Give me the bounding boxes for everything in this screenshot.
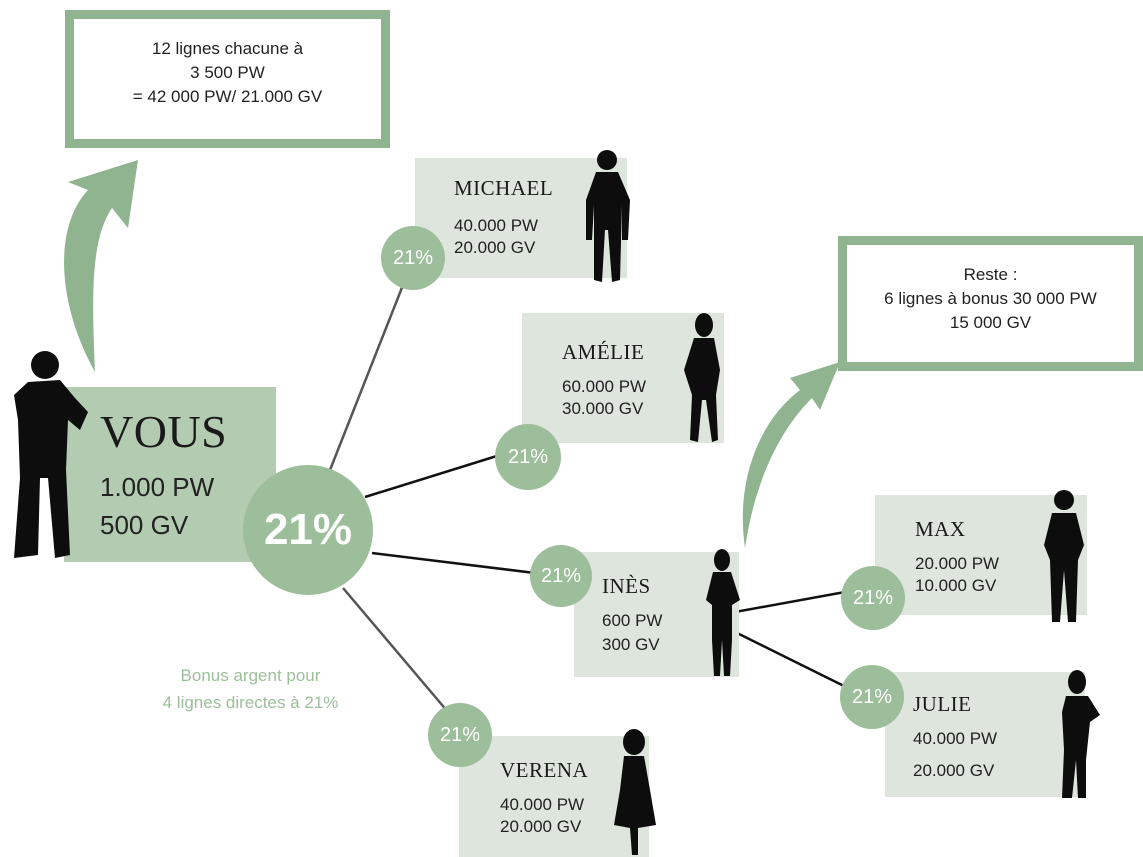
- bonus-badge-max: 21%: [841, 566, 905, 630]
- link-julie: [734, 630, 849, 690]
- link-ines: [371, 551, 536, 575]
- arrow-curved-up-icon: [64, 160, 138, 372]
- member-card-julie: [885, 672, 1085, 797]
- remaining-line2: 6 lignes à bonus 30 000 PW: [884, 289, 1097, 308]
- member-name-michael: MICHAEL: [454, 176, 554, 200]
- you-bonus-badge: 21%: [243, 465, 373, 595]
- you-gv: 500 GV: [100, 510, 189, 540]
- member-pw-michael: 40.000 PW: [454, 216, 539, 235]
- member-name-verena: VERENA: [500, 758, 589, 782]
- bonus-badge-amelie: 21%: [495, 424, 561, 490]
- bonus-note-line1: Bonus argent pour: [180, 666, 321, 685]
- you-card: [64, 387, 276, 562]
- lines-summary-line2: 3 500 PW: [190, 63, 265, 82]
- member-card-verena: [459, 736, 649, 857]
- you-pw: 1.000 PW: [100, 472, 215, 502]
- remaining-line1: Reste :: [963, 265, 1018, 284]
- member-pw-ines: 600 PW: [602, 611, 663, 630]
- bonus-badge-julie: 21%: [840, 665, 904, 729]
- remaining-box: Reste : 6 lignes à bonus 30 000 PW 15 00…: [838, 236, 1143, 371]
- member-gv-verena: 20.000 GV: [500, 817, 582, 836]
- lines-summary-box: 12 lignes chacune à 3 500 PW = 42 000 PW…: [65, 10, 390, 148]
- bonus-badge-ines: 21%: [530, 545, 592, 607]
- member-gv-max: 10.000 GV: [915, 576, 997, 595]
- link-verena: [342, 587, 449, 713]
- arrow-curved-up-icon: [742, 362, 840, 548]
- member-name-amelie: AMÉLIE: [562, 340, 645, 364]
- bonus-note: Bonus argent pour 4 lignes directes à 21…: [118, 662, 383, 716]
- bonus-badge-michael: 21%: [381, 226, 445, 290]
- member-gv-michael: 20.000 GV: [454, 238, 536, 257]
- you-name: VOUS: [100, 406, 228, 457]
- member-pw-verena: 40.000 PW: [500, 795, 585, 814]
- member-name-max: MAX: [915, 517, 966, 541]
- bonus-note-line2: 4 lignes directes à 21%: [162, 693, 339, 712]
- lines-summary-line3: = 42 000 PW/ 21.000 GV: [132, 87, 323, 106]
- link-michael: [328, 279, 407, 471]
- member-pw-julie: 40.000 PW: [913, 729, 998, 748]
- member-card-ines: [574, 552, 739, 677]
- link-amelie: [364, 453, 501, 499]
- remaining-line3: 15 000 GV: [949, 313, 1032, 332]
- lines-summary-line1: 12 lignes chacune à: [151, 39, 304, 58]
- member-gv-amelie: 30.000 GV: [562, 399, 644, 418]
- bonus-badge-verena: 21%: [428, 703, 492, 767]
- link-max: [734, 590, 846, 614]
- member-gv-ines: 300 GV: [602, 635, 660, 654]
- member-name-ines: INÈS: [602, 574, 651, 598]
- member-gv-julie: 20.000 GV: [913, 761, 995, 780]
- member-name-julie: JULIE: [913, 692, 972, 716]
- member-pw-max: 20.000 PW: [915, 554, 1000, 573]
- member-pw-amelie: 60.000 PW: [562, 377, 647, 396]
